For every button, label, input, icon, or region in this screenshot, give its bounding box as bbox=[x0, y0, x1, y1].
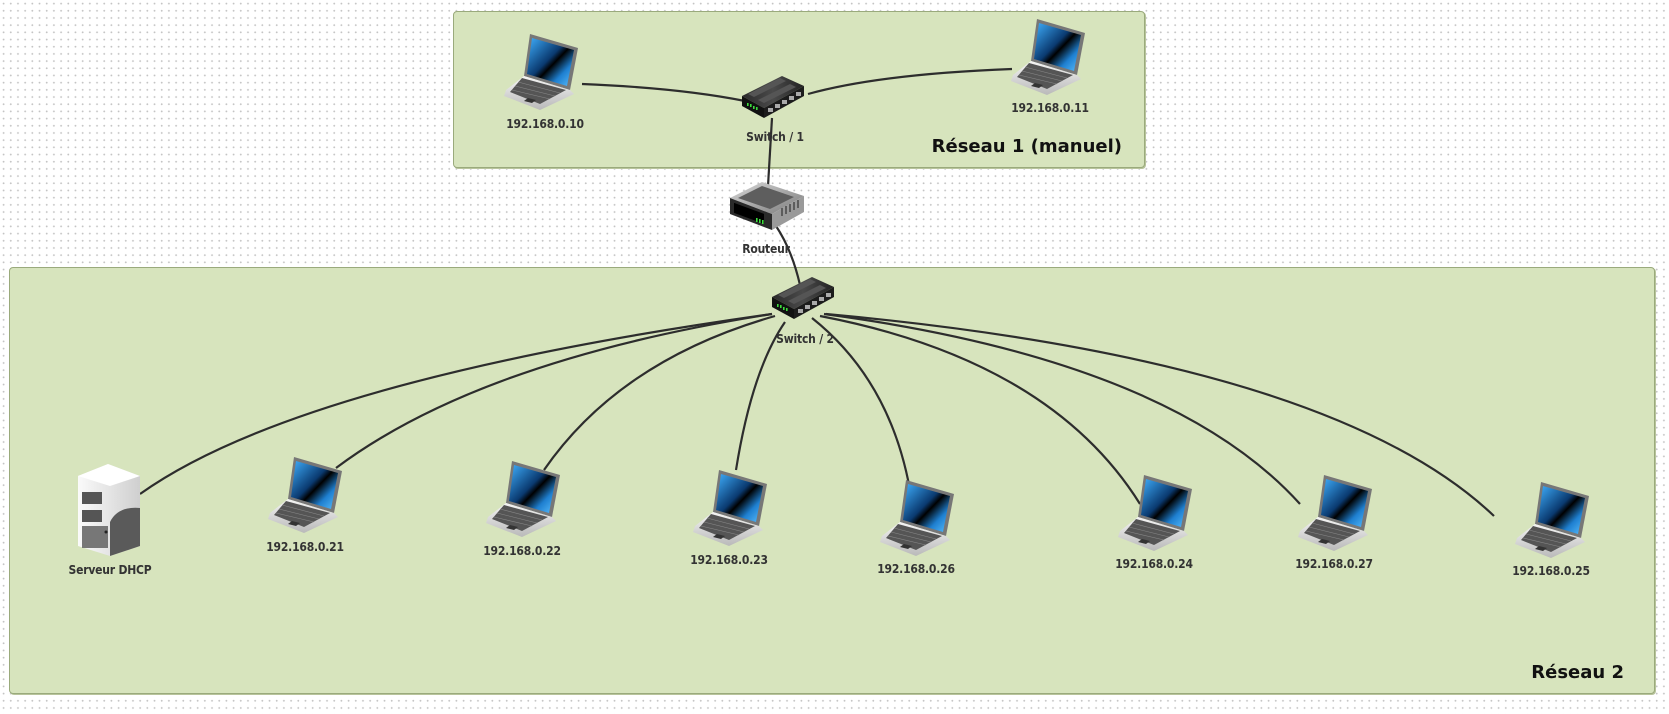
switch-2[interactable] bbox=[768, 273, 838, 323]
label-switch-2: Switch / 2 bbox=[776, 332, 834, 346]
laptop-192-168-0-26[interactable] bbox=[876, 476, 956, 556]
label-switch-1: Switch / 1 bbox=[746, 130, 804, 144]
label-laptop-192-168-0-27: 192.168.0.27 bbox=[1295, 557, 1373, 571]
router[interactable] bbox=[726, 178, 806, 238]
label-laptop-192-168-0-22: 192.168.0.22 bbox=[483, 544, 561, 558]
laptop-192-168-0-24[interactable] bbox=[1114, 471, 1194, 551]
zone-title-reseau-2: Réseau 2 bbox=[1531, 662, 1624, 683]
laptop-icon bbox=[264, 453, 344, 533]
label-laptop-192-168-0-10: 192.168.0.10 bbox=[506, 117, 584, 131]
laptop-icon bbox=[876, 476, 956, 556]
laptop-icon bbox=[689, 466, 769, 546]
switch-icon bbox=[768, 273, 838, 323]
label-laptop-192-168-0-26: 192.168.0.26 bbox=[877, 562, 955, 576]
label-server-dhcp: Serveur DHCP bbox=[68, 563, 152, 577]
laptop-icon bbox=[1007, 15, 1087, 95]
label-laptop-192-168-0-21: 192.168.0.21 bbox=[266, 540, 344, 554]
laptop-icon bbox=[1511, 478, 1591, 558]
laptop-192-168-0-25[interactable] bbox=[1511, 478, 1591, 558]
laptop-icon bbox=[500, 30, 580, 110]
server-dhcp[interactable] bbox=[74, 462, 144, 557]
label-laptop-192-168-0-24: 192.168.0.24 bbox=[1115, 557, 1193, 571]
laptop-192-168-0-23[interactable] bbox=[689, 466, 769, 546]
laptop-icon bbox=[482, 457, 562, 537]
label-router: Routeur bbox=[742, 242, 790, 256]
laptop-192-168-0-10[interactable] bbox=[500, 30, 580, 110]
laptop-icon bbox=[1294, 471, 1374, 551]
laptop-192-168-0-11[interactable] bbox=[1007, 15, 1087, 95]
laptop-192-168-0-22[interactable] bbox=[482, 457, 562, 537]
zone-title-reseau-1: Réseau 1 (manuel) bbox=[931, 136, 1122, 157]
laptop-icon bbox=[1114, 471, 1194, 551]
laptop-192-168-0-21[interactable] bbox=[264, 453, 344, 533]
laptop-192-168-0-27[interactable] bbox=[1294, 471, 1374, 551]
label-laptop-192-168-0-11: 192.168.0.11 bbox=[1011, 101, 1089, 115]
label-laptop-192-168-0-25: 192.168.0.25 bbox=[1512, 564, 1590, 578]
switch-1[interactable] bbox=[738, 72, 808, 122]
label-laptop-192-168-0-23: 192.168.0.23 bbox=[690, 553, 768, 567]
server-icon bbox=[74, 462, 144, 557]
router-icon bbox=[726, 178, 806, 238]
switch-icon bbox=[738, 72, 808, 122]
